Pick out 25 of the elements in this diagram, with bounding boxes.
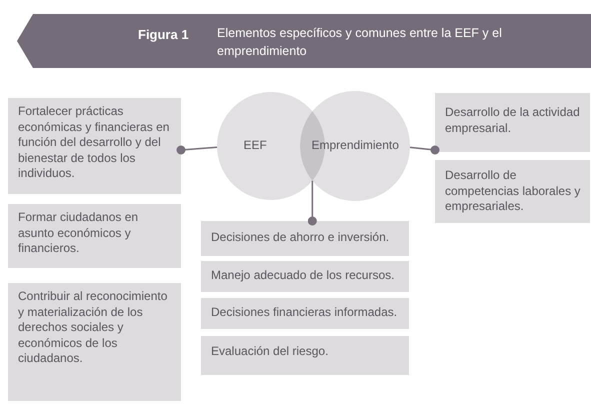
text-box: [201, 298, 409, 329]
figure-title: Elementos específicos y comunes entre la EEF y el emprendimiento: [217, 25, 502, 60]
text-box: [8, 283, 181, 401]
text-box: [201, 261, 409, 292]
box-text: Decisiones de ahorro e inversión.: [211, 230, 390, 244]
box-text: Evaluación del riesgo.: [211, 344, 328, 358]
box-text: Fortalecer prácticas económicas y financieras en función del desarrollo y del bienestar de todos los individuos.: [18, 104, 170, 180]
connector-line: [176, 146, 218, 154]
text-box: [201, 221, 409, 256]
circle-label: EEF: [244, 138, 267, 152]
text-box: [435, 93, 590, 152]
box-text: Manejo adecuado de los recursos.: [211, 268, 394, 282]
box-text: Formar ciudadanos en asunto económicos y financieros.: [18, 210, 138, 255]
text-box: [8, 98, 181, 194]
connector-line: [308, 180, 317, 226]
box-text: Desarrollo de la actividad empresarial.: [445, 105, 580, 134]
box-text: Decisiones financieras informadas.: [211, 305, 398, 319]
box-text: Desarrollo de competencias laborales y empresariales.: [445, 168, 580, 213]
text-box: [8, 204, 181, 268]
text-box: [435, 160, 590, 223]
box-text: Contribuir al reconocimiento y materialización de los derechos sociales y económicos de los ciudadanos.: [18, 289, 168, 365]
figure-number: Figura 1: [138, 27, 189, 42]
circle-label: Emprendimiento: [312, 138, 399, 152]
text-box: [201, 336, 409, 375]
connector-line: [410, 146, 440, 154]
